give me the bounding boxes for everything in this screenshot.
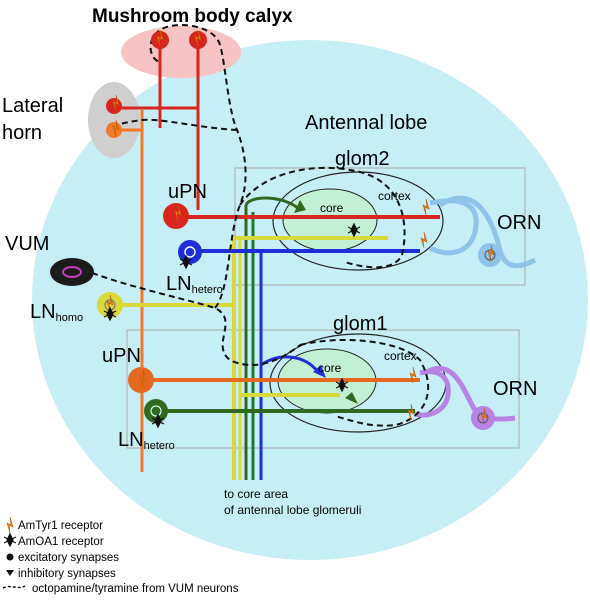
- core-area-caption-line2: of antennal lobe glomeruli: [224, 503, 361, 517]
- vum-octopamine-path: [91, 24, 430, 427]
- ln-homo-soma: [97, 292, 123, 318]
- glom2-cortex: [272, 171, 444, 271]
- amoa1-receptor-icon: [3, 533, 17, 547]
- legend-inhibitory: inhibitory synapses: [18, 568, 116, 580]
- ln-green-arrow-top: [294, 200, 306, 213]
- core-area-caption-line1: to core area: [224, 487, 288, 501]
- glom2-core: [282, 188, 378, 252]
- ln-hetero-green-top: [244, 196, 302, 212]
- glom1-label: glom1: [333, 313, 387, 335]
- upn-bottom-label: uPN: [102, 345, 141, 367]
- vum-soma: [50, 258, 94, 286]
- ln-hetero-top-soma: [178, 240, 202, 264]
- mushroom-body-calyx-label: Mushroom body calyx: [92, 6, 293, 27]
- upn-top-label: uPN: [168, 181, 207, 203]
- calyx-upn-soma-1: [151, 31, 169, 49]
- orn-bottom-label: ORN: [493, 378, 537, 400]
- ln-hetero-blue-to-glom1: [260, 355, 320, 373]
- vum-label: VUM: [5, 233, 49, 255]
- ln-hetero-top-label: LNhetero: [166, 273, 223, 296]
- lateral-horn-soma-1: [106, 98, 122, 114]
- mushroom-body-calyx-region: [121, 26, 241, 78]
- orn-top-dendrite: [428, 198, 479, 256]
- glom1-core-label: core: [318, 361, 342, 375]
- lateral-horn-label-line2: horn: [2, 122, 42, 144]
- legend-amoa1: AmOA1 receptor: [18, 536, 104, 548]
- legend-amtyr1: AmTyr1 receptor: [18, 520, 103, 532]
- ln-hetero-bottom-label: LNhetero: [118, 429, 175, 452]
- antennal-lobe-label: Antennal lobe: [305, 112, 427, 134]
- legend-octopamine: octopamine/tyramine from VUM neurons: [32, 583, 239, 595]
- glom2-label: glom2: [335, 148, 389, 170]
- orn-bottom-dendrite: [414, 369, 451, 418]
- amtyr1-receptor-icon: [6, 516, 14, 534]
- octopamine-dash-icon: [2, 585, 26, 589]
- ln-hetero-bottom-soma: [144, 399, 168, 423]
- inhibitory-synapse-icon: [6, 570, 14, 576]
- ln-homo-label: LNhomo: [30, 301, 83, 324]
- legend-excitatory: excitatory synapses: [18, 552, 119, 564]
- glom2-core-label: core: [320, 201, 344, 215]
- excitatory-synapse-icon: [6, 553, 14, 561]
- lateral-horn-label-line1: Lateral: [2, 95, 63, 117]
- ln-green-arrow-bottom: [345, 392, 358, 404]
- calyx-upn-soma-2: [189, 31, 207, 49]
- ln-blue-arrow-bottom: [313, 365, 326, 378]
- lateral-horn-region: [88, 82, 140, 158]
- orn-top-label: ORN: [497, 212, 541, 234]
- orn-top-axon: [438, 195, 537, 269]
- glom1-cortex-label: cortex: [384, 349, 417, 363]
- glom1-box: [126, 329, 520, 449]
- antennal-lobe-region: [32, 40, 588, 560]
- glom2-cortex-label: cortex: [378, 189, 411, 203]
- upn-top-soma: [163, 203, 189, 229]
